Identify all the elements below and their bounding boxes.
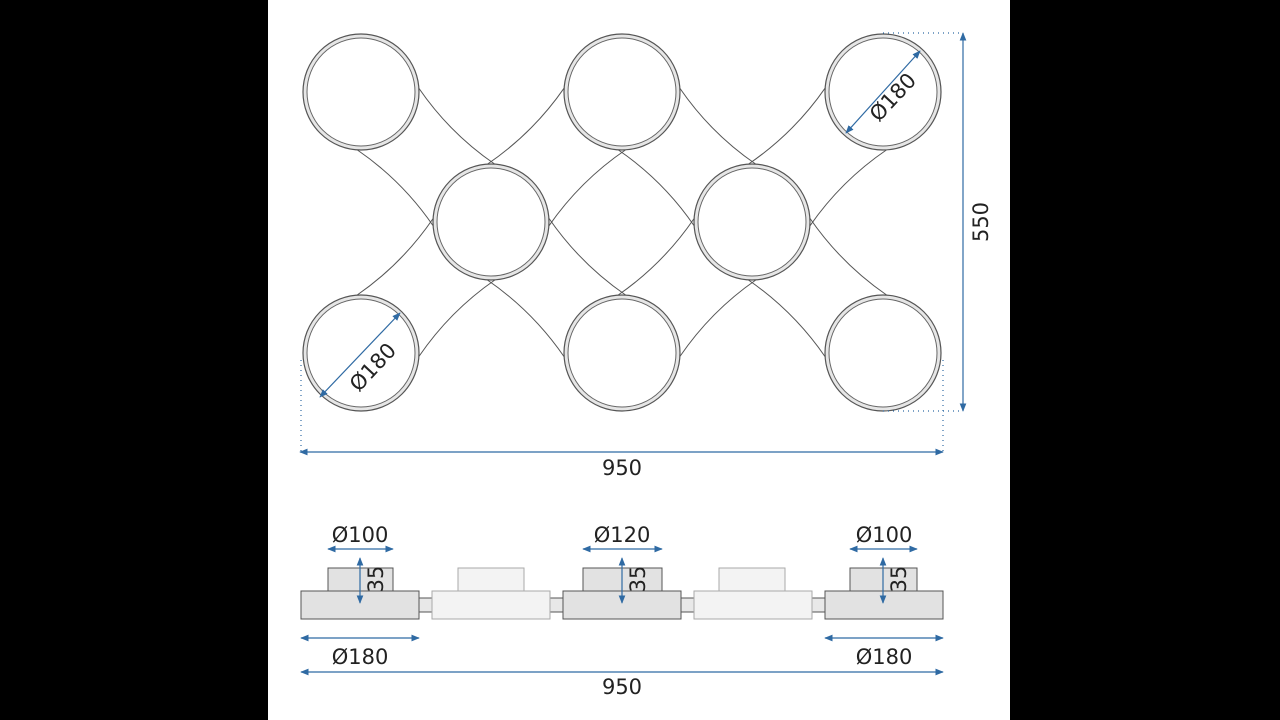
right-base-diameter: Ø180 <box>856 645 913 669</box>
lamp-ring <box>824 294 942 412</box>
arm-curve <box>617 218 695 296</box>
total-width-label: 950 <box>602 675 642 699</box>
cap <box>457 567 525 592</box>
left-cap-height: 35 <box>364 566 388 593</box>
lamp-ring <box>432 163 550 281</box>
arm-curve <box>679 87 757 165</box>
lamp-base <box>431 590 551 620</box>
arm-curve <box>418 279 496 357</box>
lamp-base-right <box>824 590 944 620</box>
lamp-ring <box>302 33 420 151</box>
center-cap-diameter: Ø120 <box>594 523 651 547</box>
lamp-ring <box>563 294 681 412</box>
arm-curve <box>809 217 888 296</box>
arm-curve <box>809 149 887 227</box>
side-view-dimensions <box>300 545 944 676</box>
diameter-line-bottom-left <box>319 312 401 398</box>
arm-curve <box>679 279 757 357</box>
arm-curve <box>356 149 434 227</box>
right-cap-height: 35 <box>887 566 911 593</box>
right-cap-diameter: Ø100 <box>856 523 913 547</box>
diameter-line-top-right <box>845 50 921 134</box>
lamp-base <box>693 590 813 620</box>
cap <box>718 567 786 592</box>
arm-curve <box>747 279 826 358</box>
connector <box>418 597 433 613</box>
ring-circle <box>306 37 416 147</box>
arm-curve <box>748 87 826 165</box>
connector <box>811 597 826 613</box>
connecting-arms <box>356 87 888 358</box>
height-label: 550 <box>969 202 993 242</box>
ring-circle <box>567 37 677 147</box>
arm-curve <box>548 217 627 296</box>
arm-curve <box>356 218 434 296</box>
arm-curve <box>548 149 626 227</box>
lamp-ring <box>563 33 681 151</box>
arm-curve <box>487 87 565 165</box>
ring-circle <box>436 167 546 277</box>
left-base-diameter: Ø180 <box>332 645 389 669</box>
connector <box>680 597 695 613</box>
connector <box>549 597 564 613</box>
lamp-ring <box>693 163 811 281</box>
top-view-dimensions <box>299 32 967 456</box>
arm-curve <box>418 87 496 165</box>
center-cap-height: 35 <box>626 566 650 593</box>
left-cap-diameter: Ø100 <box>332 523 389 547</box>
ring-circle <box>828 298 938 408</box>
ring-circle <box>567 298 677 408</box>
arm-curve <box>617 149 695 227</box>
width-label: 950 <box>602 456 642 480</box>
arm-curve <box>486 279 565 358</box>
ring-circle <box>697 167 807 277</box>
